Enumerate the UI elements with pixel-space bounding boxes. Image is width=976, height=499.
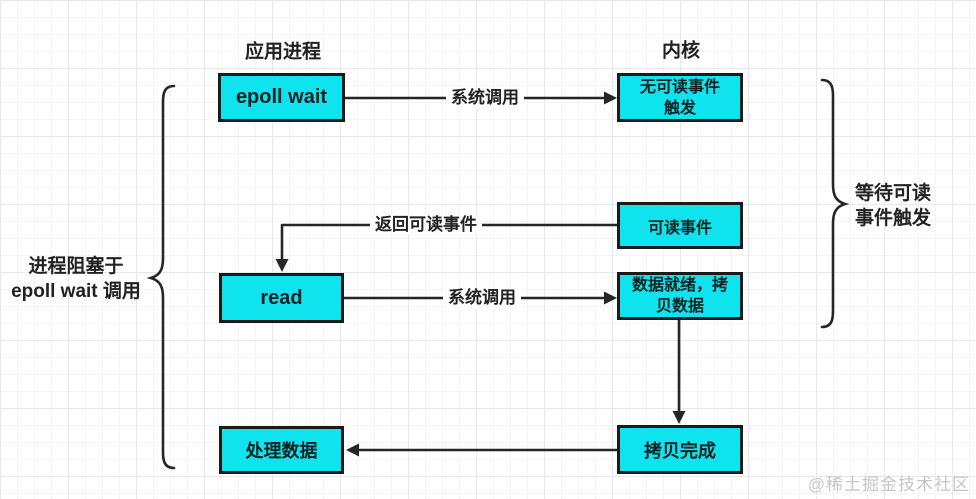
node-epoll-wait: epoll wait [218,73,345,122]
arrowhead-down-icon [672,411,686,424]
arrowhead-right-icon [604,291,617,305]
arrow-readableevent-to-read [280,223,619,264]
left-brace [146,84,176,470]
node-label-line1: 数据就绪，拷 [631,277,728,294]
column-header-app-process: 应用进程 [244,41,322,63]
left-brace-label: 进程阻塞于 epoll wait 调用 [0,254,152,304]
node-readable-event: 可读事件 [617,202,743,249]
node-label: 可读事件 [647,219,712,237]
right-brace-label-line2: 事件触发 [855,208,932,229]
node-copy-done: 拷贝完成 [617,425,743,474]
node-read: read [219,273,344,323]
node-no-readable-event-triggered: 无可读事件 触发 [617,73,743,122]
edge-label-return-readable-event: 返回可读事件 [370,214,482,236]
right-brace [820,78,850,329]
node-label-line2: 贝数据 [655,298,704,315]
right-brace-label-line1: 等待可读 [855,183,932,204]
node-label: epoll wait [235,86,328,108]
juejin-watermark: @稀土掘金技术社区 [807,475,970,494]
node-label: read [260,286,303,309]
arrowhead-down-icon [275,259,289,272]
edge-label-syscall-top: 系统调用 [446,87,524,109]
node-label-line2: 触发 [663,99,696,117]
left-brace-label-line1: 进程阻塞于 [28,256,124,277]
right-brace-label: 等待可读 事件触发 [855,181,931,231]
arrowhead-left-icon [346,443,359,457]
arrowhead-right-icon [604,91,617,105]
node-data-ready-copy-data: 数据就绪，拷 贝数据 [617,272,743,320]
left-brace-label-line2: epoll wait 调用 [11,281,141,302]
column-header-kernel: 内核 [661,40,701,62]
node-label: 处理数据 [245,441,318,461]
edge-label-syscall-mid: 系统调用 [443,287,521,309]
node-label: 拷贝完成 [644,440,716,461]
node-label-line1: 无可读事件 [639,78,720,96]
node-process-data: 处理数据 [219,426,344,474]
